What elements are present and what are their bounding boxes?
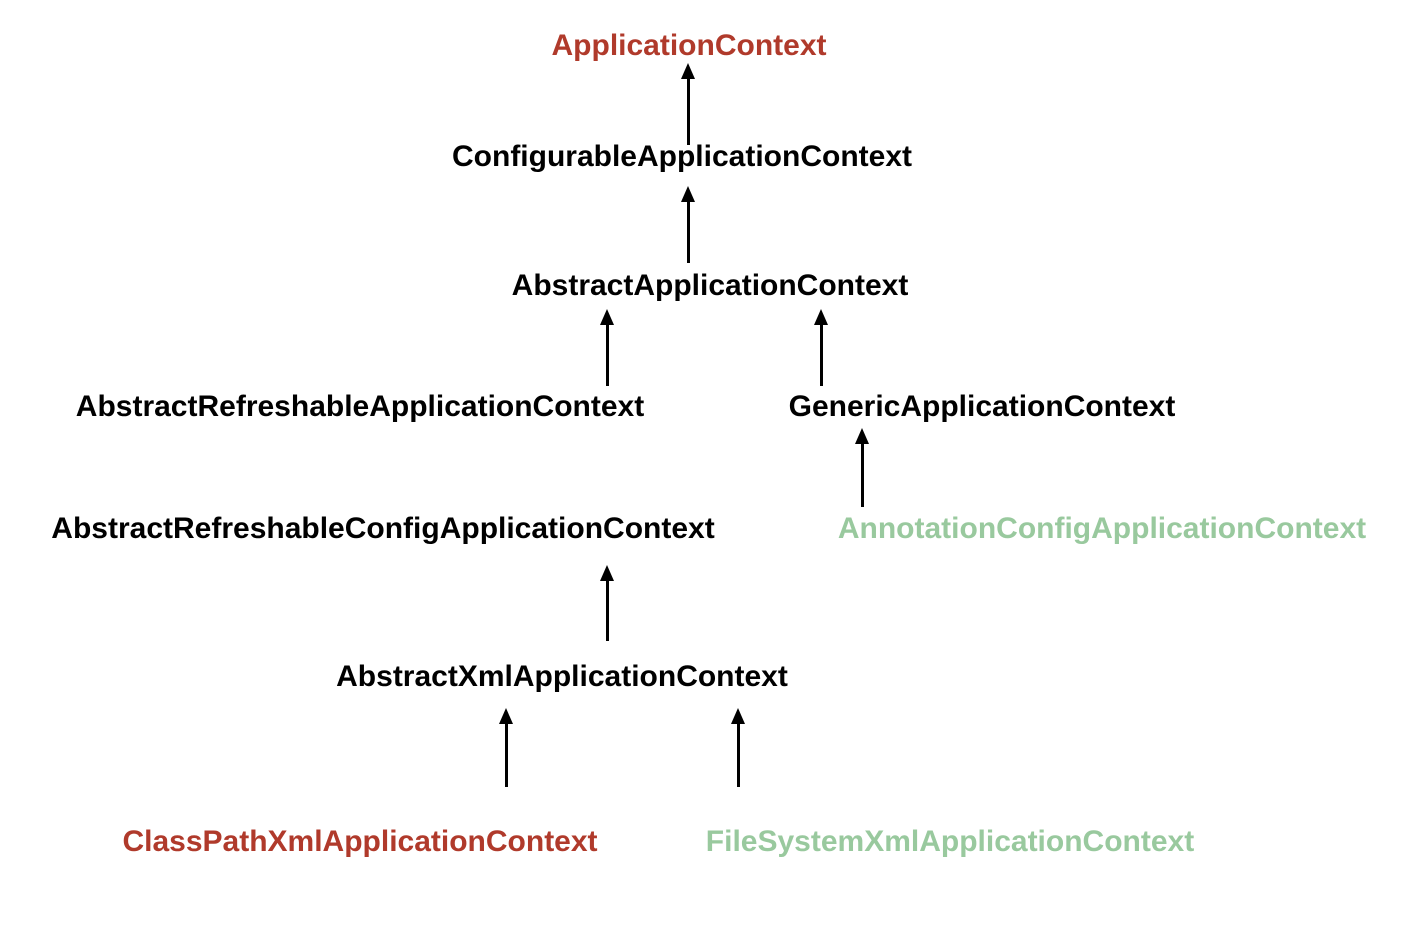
arrowhead-up-icon <box>600 565 614 581</box>
arrowhead-up-icon <box>731 708 745 724</box>
node-abstract-application-context: AbstractApplicationContext <box>511 269 909 302</box>
arrow-annotationconfig-to-generic <box>854 428 870 507</box>
arrow-configurable-to-applicationcontext <box>680 63 696 145</box>
arrow-shaft <box>686 202 690 263</box>
node-abstract-xml-application-context: AbstractXmlApplicationContext <box>336 660 788 693</box>
arrow-shaft <box>819 325 823 386</box>
arrow-abstract-to-configurable <box>680 186 696 263</box>
arrow-shaft <box>605 325 609 386</box>
arrow-shaft <box>605 581 609 641</box>
arrowhead-up-icon <box>681 186 695 202</box>
arrow-filesystemxml-to-abstractxml <box>730 708 746 787</box>
node-abstract-refreshable-config-application-context: AbstractRefreshableConfigApplicationCont… <box>51 512 715 545</box>
arrow-shaft <box>504 724 508 787</box>
arrow-classpathxml-to-abstractxml <box>498 708 514 787</box>
node-application-context: ApplicationContext <box>551 29 827 62</box>
arrow-shaft <box>736 724 740 787</box>
node-classpath-xml-application-context: ClassPathXmlApplicationContext <box>122 825 598 858</box>
arrowhead-up-icon <box>814 309 828 325</box>
arrowhead-up-icon <box>499 708 513 724</box>
arrow-abstractxml-to-abstractrefreshableconfig <box>599 565 615 641</box>
arrowhead-up-icon <box>600 309 614 325</box>
arrow-shaft <box>686 79 690 145</box>
node-abstract-refreshable-application-context: AbstractRefreshableApplicationContext <box>75 390 645 423</box>
arrowhead-up-icon <box>681 63 695 79</box>
node-annotation-config-application-context: AnnotationConfigApplicationContext <box>837 512 1367 545</box>
node-configurable-application-context: ConfigurableApplicationContext <box>452 140 912 173</box>
node-filesystem-xml-application-context: FileSystemXmlApplicationContext <box>705 825 1195 858</box>
node-generic-application-context: GenericApplicationContext <box>788 390 1176 423</box>
arrow-shaft <box>860 444 864 507</box>
arrow-generic-to-abstract <box>813 309 829 386</box>
arrow-abstractrefreshable-to-abstract <box>599 309 615 386</box>
arrowhead-up-icon <box>855 428 869 444</box>
